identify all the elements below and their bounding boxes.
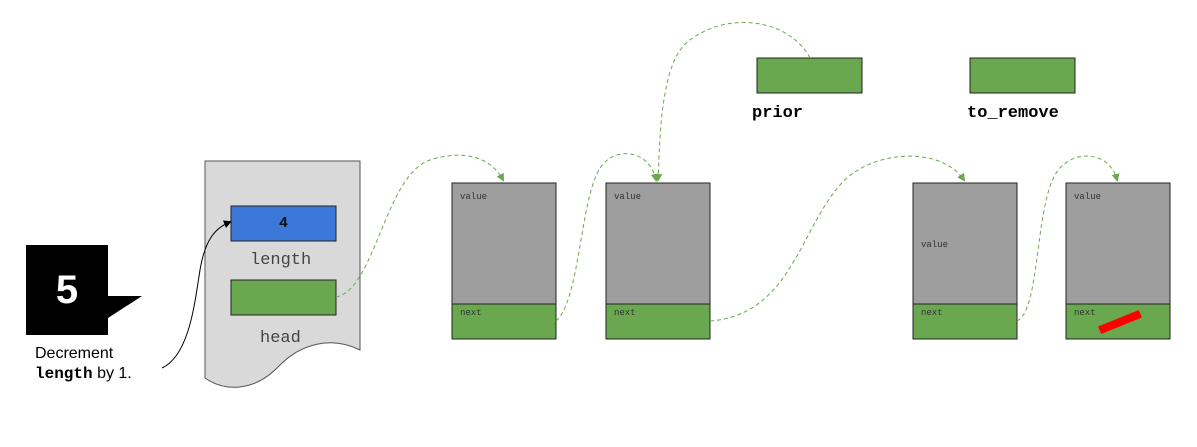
head-field bbox=[230, 279, 337, 316]
node-4-value bbox=[1065, 182, 1171, 305]
arrow-head-to-node1 bbox=[335, 154, 504, 298]
caption-code: length bbox=[35, 365, 93, 383]
node-1 bbox=[451, 182, 557, 340]
node-2-next-label: next bbox=[614, 308, 636, 318]
node-1-value bbox=[451, 182, 557, 305]
arrow-node2-to-node3 bbox=[709, 155, 966, 322]
step-badge bbox=[26, 245, 142, 335]
node-3-next-label: next bbox=[921, 308, 943, 318]
caption-suffix: by 1. bbox=[97, 365, 132, 382]
node-2-next bbox=[605, 303, 711, 340]
arrow-prior-to-node2 bbox=[654, 21, 811, 182]
caption-prefix: Decrement bbox=[35, 345, 114, 362]
length-value: 4 bbox=[278, 215, 288, 232]
node-4 bbox=[1065, 182, 1171, 340]
node-3-value-label: value bbox=[921, 240, 949, 250]
node-1-next bbox=[451, 303, 557, 340]
arrow-node1-to-node2 bbox=[555, 153, 659, 322]
null-pointer-mark bbox=[1098, 310, 1142, 334]
arrow-node3-to-node4 bbox=[1016, 155, 1120, 322]
node-4-next-label: next bbox=[1074, 308, 1096, 318]
arrow-caption-to-length bbox=[161, 220, 232, 369]
length-field bbox=[230, 205, 337, 242]
to-remove-label: to_remove bbox=[967, 104, 1059, 123]
head-label: head bbox=[260, 329, 301, 348]
node-3 bbox=[912, 182, 1018, 340]
node-3-next bbox=[912, 303, 1018, 340]
node-2 bbox=[605, 182, 711, 340]
node-2-value-label: value bbox=[614, 192, 642, 202]
node-4-value-label: value bbox=[1074, 192, 1102, 202]
node-1-next-label: next bbox=[460, 308, 482, 318]
node-3-value bbox=[912, 182, 1018, 305]
list-struct-shape bbox=[204, 160, 361, 388]
to-remove-pointer-box bbox=[969, 57, 1076, 94]
prior-label: prior bbox=[752, 104, 804, 123]
node-1-value-label: value bbox=[460, 192, 488, 202]
node-2-value bbox=[605, 182, 711, 305]
step-number: 5 bbox=[55, 267, 79, 312]
length-label: length bbox=[250, 251, 312, 270]
prior-pointer-box bbox=[756, 57, 863, 94]
step-caption: Decrement length by 1. bbox=[35, 344, 132, 384]
